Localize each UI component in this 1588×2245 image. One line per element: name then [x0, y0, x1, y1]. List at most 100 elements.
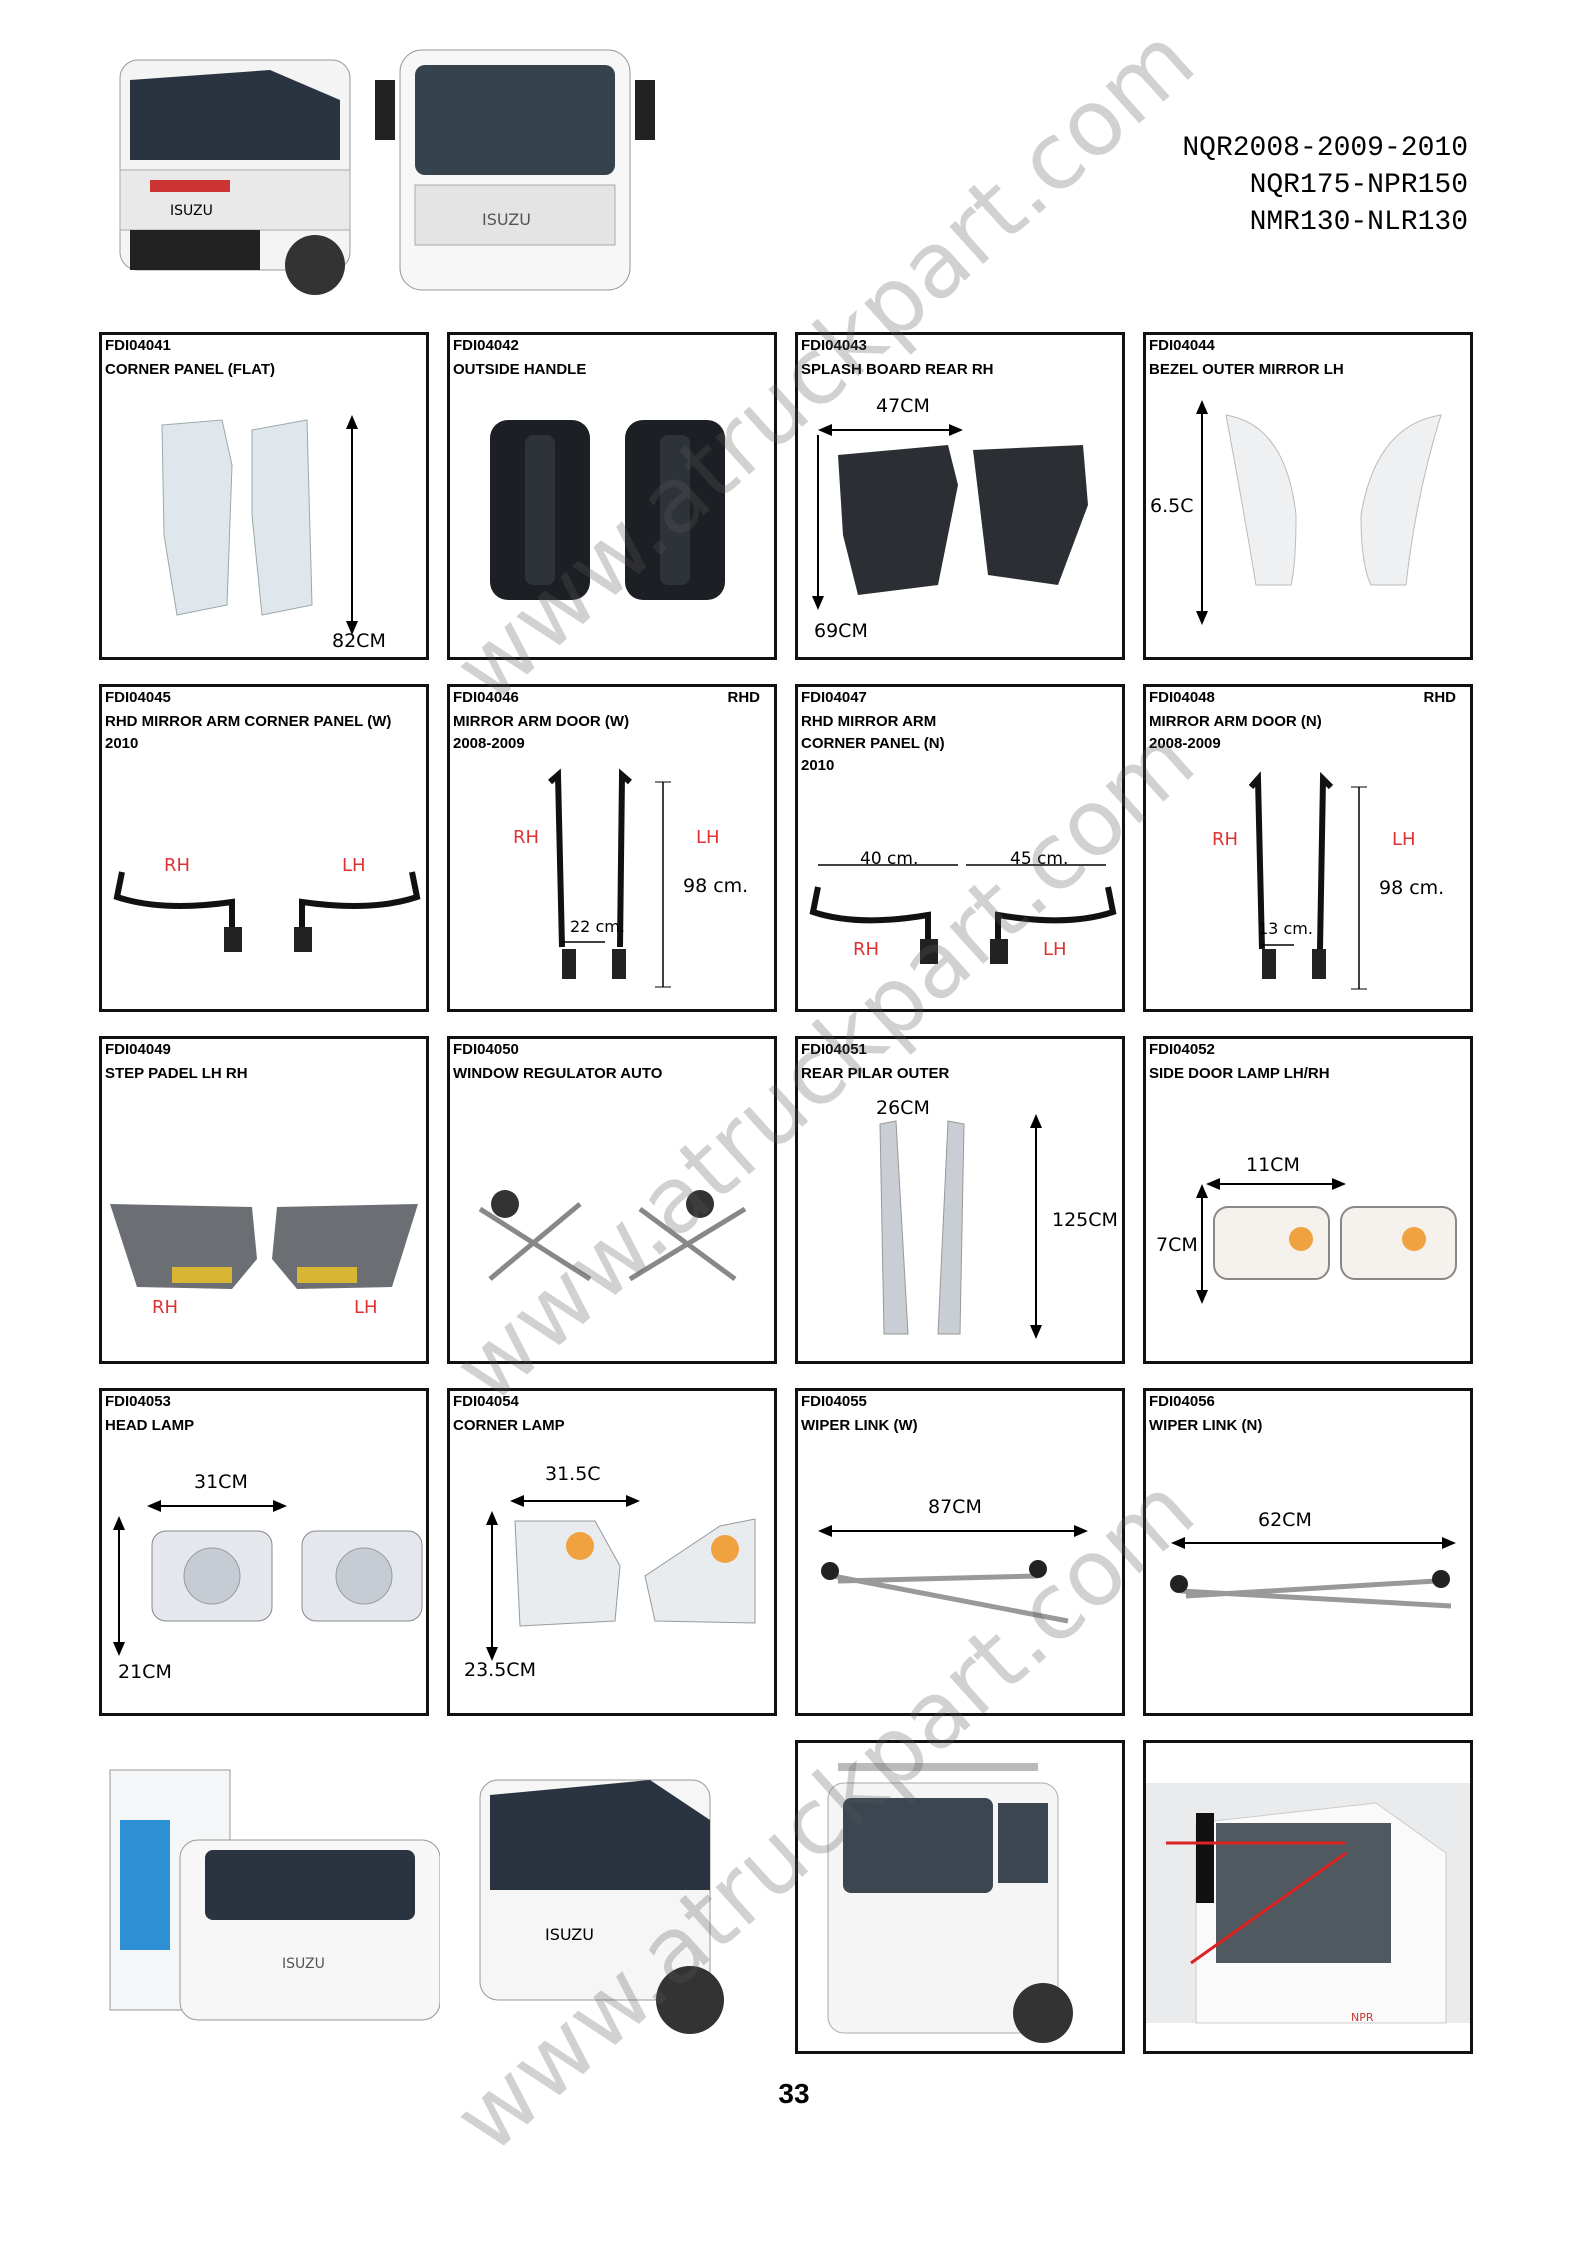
part-cell-fdi04050: FDI04050 WINDOW REGULATOR AUTO	[447, 1036, 777, 1364]
part-code: FDI04050	[453, 1041, 519, 1058]
dim-label: 69CM	[814, 620, 868, 642]
side-door-lamp-image	[1196, 1178, 1457, 1304]
side-label-lh: LH	[354, 1297, 378, 1318]
part-code: FDI04049	[105, 1041, 171, 1058]
part-title: CORNER PANEL (FLAT)	[105, 361, 275, 378]
part-code: FDI04047	[801, 689, 867, 706]
truck-photo-roof-rack	[827, 1763, 1073, 2043]
side-label-rh: RH	[513, 827, 540, 848]
model-line-3: NMR130-NLR130	[1249, 207, 1468, 238]
part-cell-fdi04046: FDI04046 RHD MIRROR ARM DOOR (W) 2008-20…	[447, 684, 777, 1012]
side-label-rh: RH	[152, 1297, 179, 1318]
side-label-lh: LH	[1043, 939, 1067, 960]
photo-cell-truck-top-rack	[795, 1740, 1125, 2054]
mirror-arm-door-image	[548, 768, 671, 988]
part-code: FDI04051	[801, 1041, 867, 1058]
part-title: SIDE DOOR LAMP LH/RH	[1149, 1065, 1330, 1082]
head-lamp-image	[113, 1500, 423, 1656]
part-title: MIRROR ARM DOOR (N) 2008-2009	[1149, 713, 1322, 752]
mirror-arm-corner-image	[809, 864, 1117, 964]
part-cell-fdi04043: FDI04043 SPLASH BOARD REAR RH 47CM 69CM	[795, 332, 1125, 660]
part-title: RHD MIRROR ARM CORNER PANEL (N) 2010	[801, 713, 945, 774]
part-cell-fdi04053: FDI04053 HEAD LAMP 31CM 21CM	[99, 1388, 429, 1716]
part-code: FDI04045	[105, 689, 171, 706]
part-cell-fdi04049: FDI04049 STEP PADEL LH RH RH LH	[99, 1036, 429, 1364]
corner-panel-image	[161, 415, 358, 635]
dim-label: 87CM	[928, 1496, 982, 1518]
part-title: OUTSIDE HANDLE	[453, 361, 587, 378]
outside-handle-image	[490, 420, 725, 600]
truck-brand-label-3: ISUZU	[282, 1956, 325, 1972]
truck-photo-front: ISUZU	[375, 49, 655, 291]
dim-label: 82CM	[332, 630, 386, 652]
dim-label: 125CM	[1052, 1209, 1118, 1231]
truck-photo-box-body: ISUZU	[109, 1769, 440, 2021]
model-line-2: NQR175-NPR150	[1249, 170, 1468, 201]
part-cell-fdi04051: FDI04051 REAR PILAR OUTER 26CM 125CM	[795, 1036, 1125, 1364]
dim-label: 40 cm.	[860, 849, 919, 869]
part-code: FDI04041	[105, 337, 171, 354]
dim-label: 45 cm.	[1010, 849, 1069, 869]
truck-brand-label: ISUZU	[170, 203, 213, 219]
truck-photo-quarter: ISUZU	[479, 1779, 724, 2034]
part-code: FDI04054	[453, 1393, 519, 1410]
part-code: FDI04044	[1149, 337, 1215, 354]
dim-label: 98 cm.	[683, 875, 749, 897]
dim-label: 21CM	[118, 1661, 172, 1683]
part-cell-fdi04055: FDI04055 WIPER LINK (W) 87CM	[795, 1388, 1125, 1716]
window-regulator-image	[478, 1190, 747, 1282]
truck-brand-label-2: ISUZU	[482, 210, 531, 229]
part-cell-fdi04048: FDI04048 RHD MIRROR ARM DOOR (N) 2008-20…	[1143, 684, 1473, 1012]
part-cell-fdi04054: FDI04054 CORNER LAMP 31.5C 23.5CM	[447, 1388, 777, 1716]
dim-label: 6.5C	[1150, 495, 1194, 517]
part-code: FDI04046	[453, 689, 519, 706]
dim-label: 23.5CM	[464, 1659, 536, 1681]
part-cell-fdi04042: FDI04042 OUTSIDE HANDLE	[447, 332, 777, 660]
dim-label: 11CM	[1246, 1154, 1300, 1176]
rhd-label: RHD	[727, 689, 761, 706]
part-cell-fdi04052: FDI04052 SIDE DOOR LAMP LH/RH 11CM 7CM	[1143, 1036, 1473, 1364]
side-label-rh: RH	[1212, 829, 1239, 850]
splash-board-image	[812, 424, 1088, 610]
dim-label: 47CM	[876, 395, 930, 417]
model-list: NQR2008-2009-2010 NQR175-NPR150 NMR130-N…	[1182, 130, 1468, 241]
dim-label: 26CM	[876, 1097, 930, 1119]
truck-brand-label-4: ISUZU	[545, 1925, 594, 1944]
mirror-arm-detail-photo: NPR	[1146, 1783, 1470, 2024]
mirror-bezel-image	[1196, 400, 1442, 625]
part-title: BEZEL OUTER MIRROR LH	[1149, 361, 1344, 378]
dim-label: 62CM	[1258, 1509, 1312, 1531]
part-code: FDI04056	[1149, 1393, 1215, 1410]
dim-label: 7CM	[1156, 1234, 1198, 1256]
part-code: FDI04042	[453, 337, 519, 354]
part-title: RHD MIRROR ARM CORNER PANEL (W) 2010	[105, 713, 392, 752]
wiper-link-w-image	[818, 1525, 1088, 1624]
part-cell-fdi04041: FDI04041 CORNER PANEL (FLAT) 82CM	[99, 332, 429, 660]
part-title: SPLASH BOARD REAR RH	[801, 361, 994, 378]
dim-label: 31.5C	[545, 1463, 601, 1485]
dim-label: 31CM	[194, 1471, 248, 1493]
part-cell-fdi04047: FDI04047 RHD MIRROR ARM CORNER PANEL (N)…	[795, 684, 1125, 1012]
corner-lamp-image	[486, 1495, 756, 1661]
mirror-arm-image	[113, 871, 421, 952]
model-line-1: NQR2008-2009-2010	[1182, 133, 1468, 164]
rhd-label: RHD	[1423, 689, 1457, 706]
step-pedal-image	[110, 1204, 418, 1289]
truck-photo-front-left: ISUZU	[119, 59, 351, 295]
side-label-rh: RH	[164, 855, 191, 876]
part-code: FDI04052	[1149, 1041, 1215, 1058]
side-label-lh: LH	[1392, 829, 1416, 850]
side-label-rh: RH	[853, 939, 880, 960]
dim-label: 98 cm.	[1379, 877, 1445, 899]
part-code: FDI04055	[801, 1393, 867, 1410]
part-title: WIPER LINK (W)	[801, 1417, 918, 1434]
side-label-lh: LH	[696, 827, 720, 848]
side-label-lh: LH	[342, 855, 366, 876]
part-title: HEAD LAMP	[105, 1417, 195, 1434]
part-cell-fdi04056: FDI04056 WIPER LINK (N) 62CM	[1143, 1388, 1473, 1716]
part-code: FDI04048	[1149, 689, 1215, 706]
dim-label: 22 cm.	[570, 917, 625, 936]
part-code: FDI04043	[801, 337, 867, 354]
part-cell-fdi04045: FDI04045 RHD MIRROR ARM CORNER PANEL (W)…	[99, 684, 429, 1012]
part-title: WIPER LINK (N)	[1149, 1417, 1263, 1434]
